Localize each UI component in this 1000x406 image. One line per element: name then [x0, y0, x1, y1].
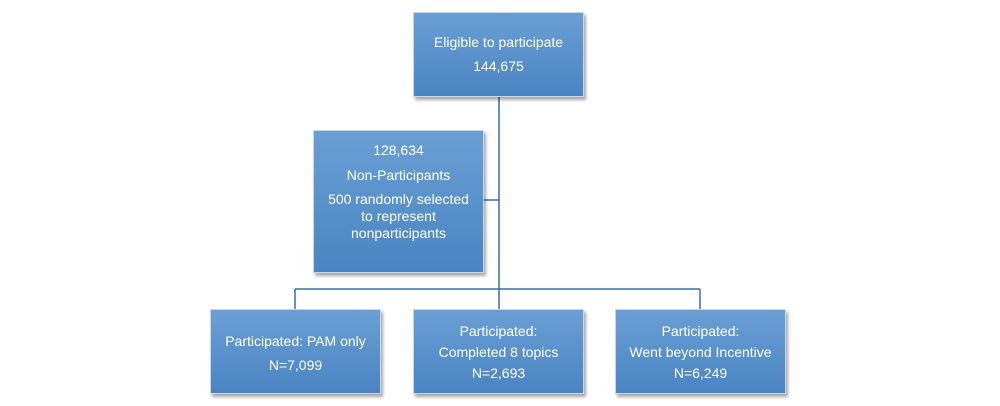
node-non-participants-label: Non-Participants [346, 167, 451, 183]
node-pam-only-label: Participated: PAM only [225, 333, 366, 349]
node-non-participants-sample-line1: 500 randomly selected [328, 191, 469, 207]
node-pam-only-count: N=7,099 [268, 357, 323, 373]
node-beyond-incentive: Participated: Went beyond Incentive N=6,… [615, 309, 786, 394]
node-non-participants-count: 128,634 [373, 142, 424, 158]
node-eligible-count: 144,675 [473, 58, 524, 74]
node-completed-topics-label-line1: Participated: [459, 323, 538, 339]
node-non-participants: 128,634 Non-Participants 500 randomly se… [313, 130, 484, 273]
node-completed-topics-label-line2: Completed 8 topics [438, 344, 559, 360]
node-eligible-label: Eligible to participate [433, 34, 564, 50]
node-beyond-incentive-label-line2: Went beyond Incentive [629, 344, 772, 360]
node-completed-topics-count: N=2,693 [471, 365, 526, 381]
node-non-participants-sample-line2: to represent [361, 208, 436, 224]
node-pam-only: Participated: PAM only N=7,099 [210, 309, 381, 394]
node-completed-topics: Participated: Completed 8 topics N=2,693 [413, 309, 584, 394]
node-beyond-incentive-count: N=6,249 [673, 365, 728, 381]
node-beyond-incentive-label-line1: Participated: [661, 323, 740, 339]
node-non-participants-sample-line3: nonparticipants [351, 225, 446, 241]
node-eligible: Eligible to participate 144,675 [413, 12, 584, 97]
